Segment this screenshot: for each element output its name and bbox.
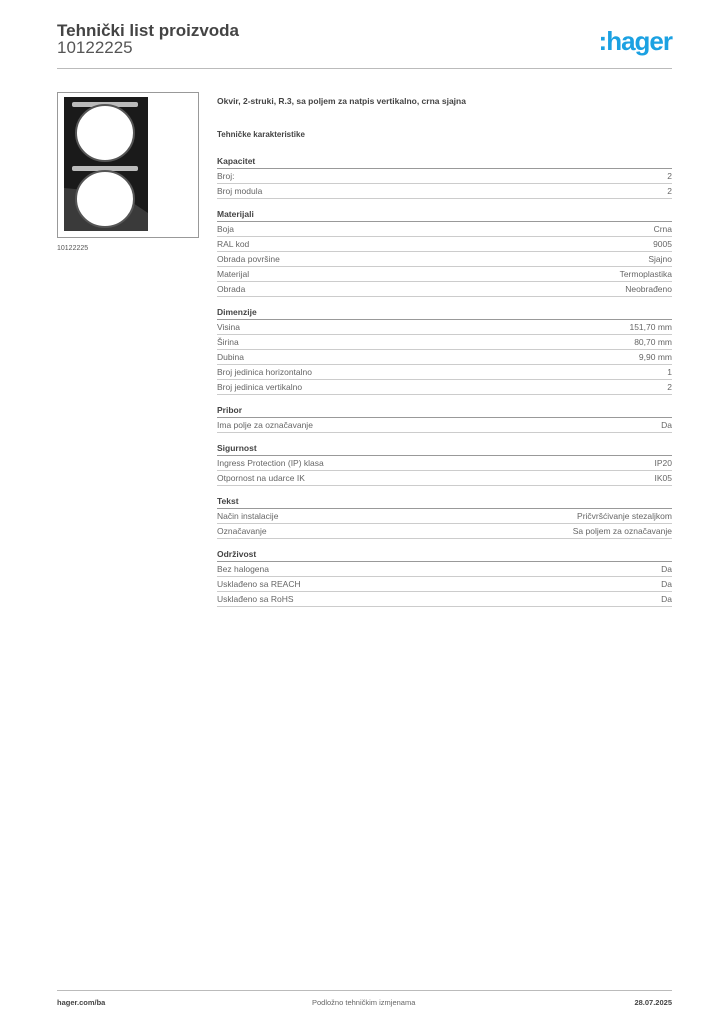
spec-label: Dubina <box>217 352 244 362</box>
spec-row: Usklađeno sa REACH Da <box>217 577 672 592</box>
product-number: 10122225 <box>57 38 133 57</box>
spec-value: 151,70 mm <box>629 322 672 332</box>
page-title: Tehnički list proizvoda <box>57 21 239 40</box>
section-title: Materijali <box>217 208 672 222</box>
spec-row: Ingress Protection (IP) klasa IP20 <box>217 456 672 471</box>
spec-label: Način instalacije <box>217 511 279 521</box>
section-title: Tekst <box>217 495 672 509</box>
section-title: Sigurnost <box>217 442 672 456</box>
hager-logo: :hager <box>598 26 673 56</box>
spec-row: Usklađeno sa RoHS Da <box>217 592 672 607</box>
section-title: Održivost <box>217 548 672 562</box>
spec-row: Obrada Neobrađeno <box>217 282 672 297</box>
specs-title: Tehničke karakteristike <box>217 130 305 139</box>
spec-row: Broj jedinica vertikalno 2 <box>217 380 672 395</box>
spec-row: Visina 151,70 mm <box>217 320 672 335</box>
spec-row: RAL kod 9005 <box>217 237 672 252</box>
spec-row: Boja Crna <box>217 222 672 237</box>
footer-divider <box>57 990 672 991</box>
section-title: Pribor <box>217 404 672 418</box>
spec-label: Označavanje <box>217 526 267 536</box>
footer-notice: Podložno tehničkim izmjenama <box>312 998 416 1007</box>
spec-row: Bez halogena Da <box>217 562 672 577</box>
spec-value: 2 <box>667 171 672 181</box>
spec-value: IK05 <box>654 473 673 483</box>
spec-label: Obrada površine <box>217 254 280 264</box>
spec-label: Materijal <box>217 269 250 279</box>
spec-label: Broj jedinica horizontalno <box>217 367 312 377</box>
spec-label: Broj modula <box>217 186 263 196</box>
product-description: Okvir, 2-struki, R.3, sa poljem za natpi… <box>217 96 466 106</box>
spec-row: Broj jedinica horizontalno 1 <box>217 365 672 380</box>
spec-value: 80,70 mm <box>634 337 672 347</box>
spec-value: Da <box>661 564 672 574</box>
spec-label: Broj jedinica vertikalno <box>217 382 303 392</box>
spec-row: Širina 80,70 mm <box>217 335 672 350</box>
spec-value: Termoplastika <box>619 269 672 279</box>
spec-label: Bez halogena <box>217 564 269 574</box>
section-title: Dimenzije <box>217 306 672 320</box>
image-caption: 10122225 <box>57 245 89 252</box>
spec-value: 2 <box>667 382 672 392</box>
spec-value: Crna <box>653 224 672 234</box>
spec-label: Broj: <box>217 171 235 181</box>
spec-value: Pričvršćivanje stezaljkom <box>577 511 672 521</box>
spec-value: Da <box>661 420 672 430</box>
spec-label: Ingress Protection (IP) klasa <box>217 458 324 468</box>
footer-date: 28.07.2025 <box>634 998 672 1007</box>
spec-value: 1 <box>667 367 672 377</box>
spec-label: Ima polje za označavanje <box>217 420 313 430</box>
spec-label: Obrada <box>217 284 246 294</box>
spec-row: Broj: 2 <box>217 169 672 184</box>
spec-value: 2 <box>667 186 672 196</box>
spec-row: Otpornost na udarce IK IK05 <box>217 471 672 486</box>
spec-label: Usklađeno sa RoHS <box>217 594 294 604</box>
spec-label: Širina <box>217 337 239 347</box>
spec-value: 9,90 mm <box>638 352 672 362</box>
header-divider <box>57 68 672 69</box>
spec-label: Visina <box>217 322 240 332</box>
spec-row: Označavanje Sa poljem za označavanje <box>217 524 672 539</box>
spec-label: Usklađeno sa REACH <box>217 579 301 589</box>
spec-row: Broj modula 2 <box>217 184 672 199</box>
spec-value: IP20 <box>654 458 673 468</box>
spec-row: Način instalacije Pričvršćivanje stezaljk… <box>217 509 672 524</box>
spec-value: Da <box>661 594 672 604</box>
spec-label: Otpornost na udarce IK <box>217 473 305 483</box>
section-title: Kapacitet <box>217 155 672 169</box>
spec-value: Sa poljem za označavanje <box>572 526 672 536</box>
spec-row: Ima polje za označavanje Da <box>217 418 672 433</box>
spec-value: Da <box>661 579 672 589</box>
spec-value: Sjajno <box>648 254 672 264</box>
spec-value: 9005 <box>653 239 672 249</box>
spec-row: Obrada površine Sjajno <box>217 252 672 267</box>
spec-row: Materijal Termoplastika <box>217 267 672 282</box>
spec-label: Boja <box>217 224 235 234</box>
product-image <box>57 92 199 238</box>
footer-website[interactable]: hager.com/ba <box>57 998 106 1007</box>
spec-value: Neobrađeno <box>625 284 672 294</box>
spec-row: Dubina 9,90 mm <box>217 350 672 365</box>
spec-label: RAL kod <box>217 239 250 249</box>
